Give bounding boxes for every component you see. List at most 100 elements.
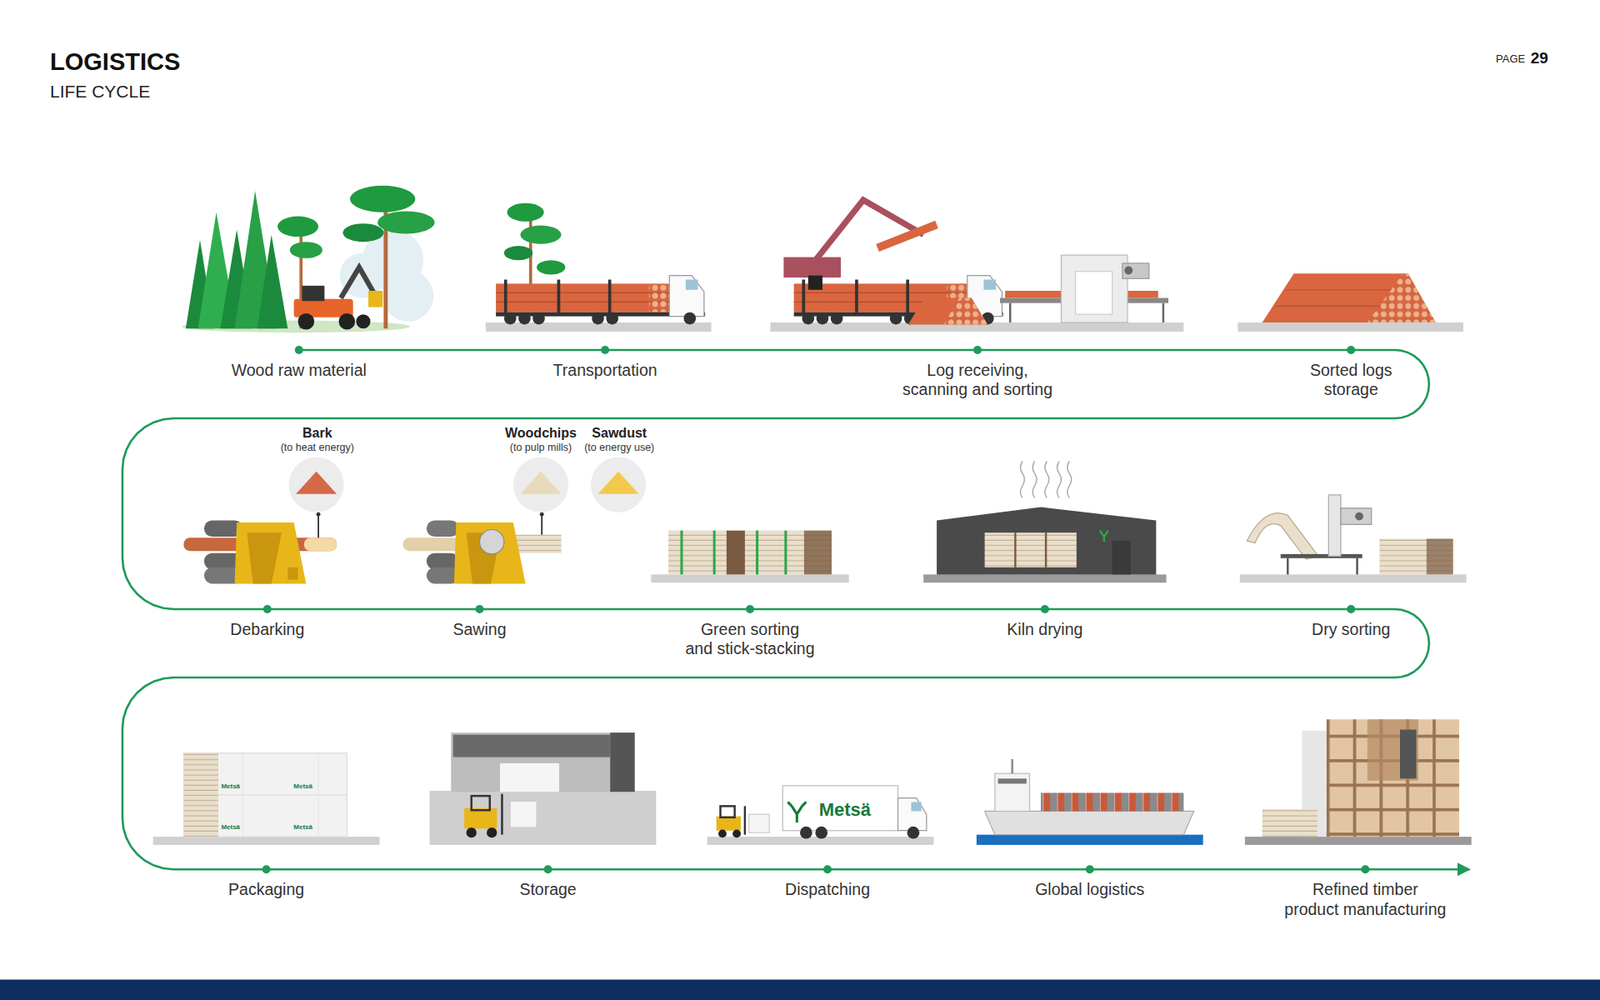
- transport-truck-part: [495, 275, 705, 325]
- stage-name: Dispatching: [785, 880, 870, 900]
- transport-truck-part: [536, 260, 565, 275]
- stage-label-box: Wood raw material: [228, 350, 370, 380]
- stage-name: Storage: [519, 880, 576, 900]
- by-product-piles: [289, 457, 647, 513]
- forest-harvester: [181, 185, 435, 333]
- stage-name: Wood raw material: [231, 360, 367, 380]
- kiln-building-part: [1020, 460, 1071, 498]
- flow-line: [1090, 868, 1470, 871]
- stage-dot: [475, 605, 485, 614]
- debarking-machine-part: [317, 514, 320, 538]
- kiln-building-part: [1112, 540, 1131, 575]
- kiln-building-part: [1014, 532, 1016, 568]
- container-ship-part: [998, 778, 1027, 784]
- forest-harvester-part: [368, 290, 383, 308]
- forest-harvester-part: [342, 223, 384, 242]
- dry-sorting-machine-part: [1246, 513, 1319, 560]
- timber-building-part: [1262, 809, 1318, 837]
- byproduct-name: Woodchips: [505, 425, 577, 441]
- kiln-building-part: [985, 532, 1077, 568]
- page-word: PAGE: [1495, 53, 1525, 66]
- dispatch-truck: [707, 785, 935, 845]
- dry-sorting-machine-part: [1355, 558, 1358, 575]
- packages-part: [183, 753, 219, 837]
- debarking-machine: [183, 512, 337, 585]
- log-receiving-part: [1009, 303, 1011, 323]
- stick-stack-part: [668, 530, 832, 575]
- timber-building-part: [1400, 730, 1417, 780]
- flow-line: [299, 349, 605, 352]
- stage-dot: [295, 345, 304, 355]
- debarking-machine-part: [287, 567, 298, 580]
- by-product-piles-part: [520, 471, 561, 495]
- sawing-machine-part: [454, 522, 526, 584]
- stage-dot: [973, 345, 982, 355]
- packages: [153, 753, 380, 845]
- dispatch-truck-part: [718, 830, 727, 839]
- container-ship-part: [1010, 759, 1013, 774]
- package-logo: Metsä: [220, 823, 240, 831]
- stage-dot: [745, 605, 755, 614]
- debarking-machine-part: [316, 512, 321, 517]
- flow-line: [1045, 608, 1351, 611]
- dispatch-truck-part: [910, 801, 921, 811]
- stage-label-box: Debarking: [226, 609, 308, 640]
- forest-harvester-part: [277, 216, 319, 237]
- stage-dot: [1346, 345, 1355, 355]
- forest-harvester-part: [382, 270, 434, 321]
- stage-label-box: Sawing: [450, 609, 510, 640]
- page-title: LOGISTICS: [50, 48, 180, 76]
- debarking-machine-part: [304, 537, 337, 551]
- sawing-machine-part: [540, 514, 543, 535]
- byproduct-use: (to heat energy): [280, 441, 355, 454]
- flow-line: [827, 868, 1090, 871]
- stick-stack-part: [804, 530, 832, 575]
- forest-harvester-part: [290, 241, 323, 259]
- sorted-log-pile-part: [1262, 273, 1436, 323]
- warehouse-part: [471, 795, 490, 810]
- kiln-building-part: [936, 507, 1156, 575]
- forest-harvester-part: [301, 285, 325, 301]
- dispatch-truck-part: [907, 826, 920, 840]
- container-ship: [976, 759, 1204, 845]
- log-receiving-part: [1162, 303, 1165, 323]
- stage-name: Debarking: [230, 620, 305, 640]
- flow-line: [605, 349, 978, 352]
- log-receiving-part: [908, 298, 989, 325]
- forest-harvester-part: [257, 235, 289, 330]
- flow-line: [548, 868, 829, 871]
- stage-label-box: Transportation: [550, 350, 661, 380]
- stick-stack: [650, 530, 850, 583]
- sawing-machine-part: [426, 520, 460, 537]
- stage-dot: [1360, 865, 1370, 874]
- log-receiving-part: [944, 298, 989, 325]
- dispatch-truck-part: [732, 830, 741, 839]
- dispatch-truck-part: [716, 816, 741, 831]
- warehouse-part: [450, 732, 635, 792]
- stick-stack-part: [784, 530, 787, 575]
- byproduct-name: Bark: [302, 425, 333, 441]
- dry-sorting-machine-part: [1426, 539, 1454, 575]
- warehouse-part: [500, 763, 560, 792]
- forest-harvester-part: [350, 185, 415, 213]
- stage-dot: [262, 865, 271, 874]
- subtitle: LIFE CYCLE: [50, 81, 150, 102]
- flow-line: [122, 350, 1430, 610]
- stage-dot: [1040, 605, 1050, 614]
- sawing-machine-part: [480, 530, 505, 555]
- dispatch-truck-part: [744, 805, 746, 835]
- stage-name: Green sorting and stick-stacking: [657, 620, 843, 660]
- stage-label-box: Packaging: [225, 869, 308, 900]
- log-receiving-part: [1060, 255, 1128, 323]
- stage-label-box: Green sorting and stick-stacking: [654, 609, 846, 660]
- kiln-building-part: [923, 574, 1166, 583]
- stage-label-box: Kiln drying: [1003, 609, 1086, 640]
- dispatch-truck-part: [815, 826, 828, 840]
- stick-stack-part: [755, 530, 759, 575]
- stage-label-box: Global logistics: [1031, 869, 1148, 900]
- timber-building-part: [1326, 719, 1460, 837]
- flow-line: [750, 608, 1045, 611]
- log-receiving-part: [816, 200, 925, 260]
- dispatch-truck-part: [787, 801, 806, 822]
- debarking-machine-part: [246, 532, 282, 584]
